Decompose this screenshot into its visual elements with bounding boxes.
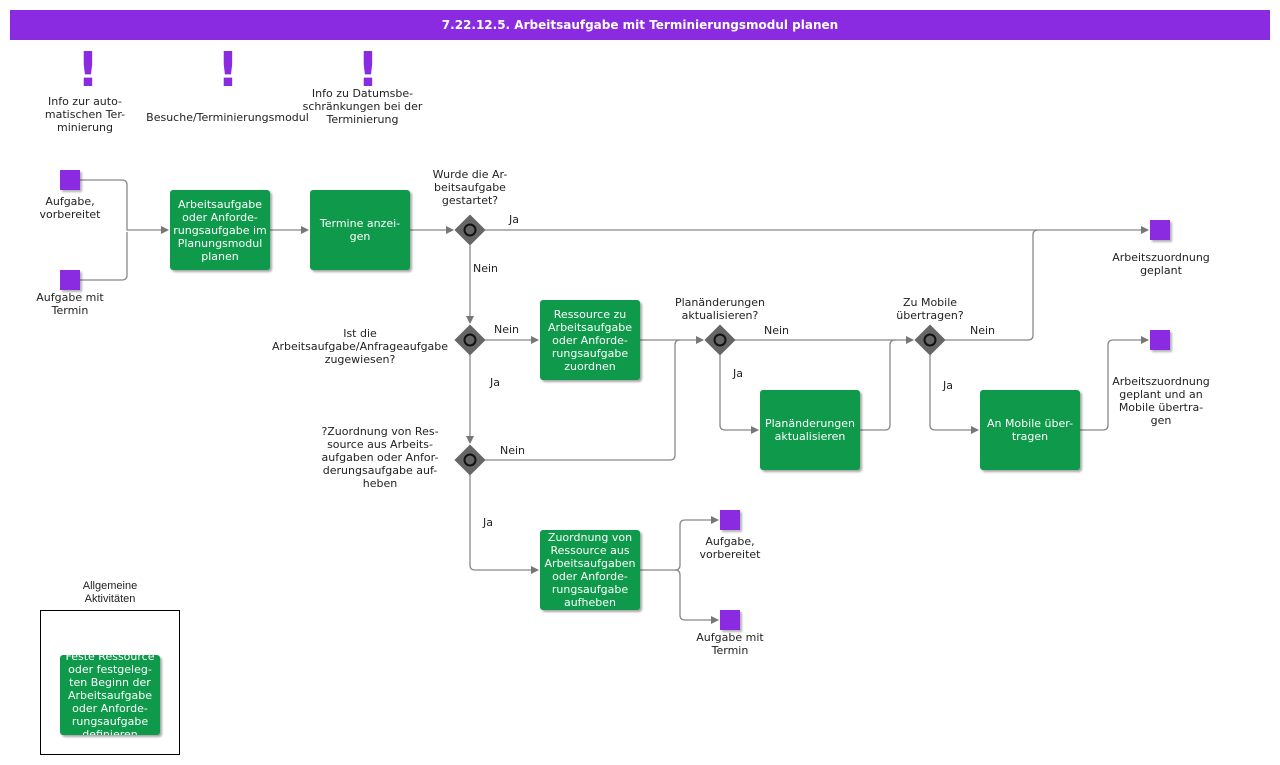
note-date-restrictions: Info zu Datumsbe- schränkungen bei der T… [302,87,423,126]
flow-update-to-gw5 [860,339,896,431]
note-visits-module: Besuche/Terminierungsmodul [146,111,309,124]
gateway-assigned-label: Ist die Arbeitsaufgabe/Anfrageaufgabe zu… [271,327,449,366]
flow-label-ja: Ja [483,516,493,529]
gateway-started-label: Wurde die Ar- beitsaufgabe gestartet? [432,168,508,207]
start-event-appointment[interactable] [60,270,80,290]
task-transfer-mobile[interactable]: An Mobile über- tragen [980,390,1080,470]
diagram-title: 7.22.12.5. Arbeitsaufgabe mit Terminieru… [10,10,1270,40]
start-event-appointment-label: Aufgabe mit Termin [36,291,104,317]
flow-label-nein: Nein [500,444,526,457]
exclamation-icon[interactable]: ! [77,42,99,98]
end-event-prepared[interactable] [720,510,740,530]
task-update-plan-changes[interactable]: Planänderungen aktualisieren [760,390,860,470]
flow-label-nein: Nein [970,324,996,337]
exclamation-icon[interactable]: ! [357,42,379,98]
task-plan-in-module[interactable]: Arbeitsaufgabe oder Anforde- rungsaufgab… [170,190,270,270]
flow-gw3-nein [485,339,681,461]
flow-gw5-ja [929,355,979,434]
start-event-prepared-label: Aufgabe, vorbereitet [39,195,101,221]
group-box [40,610,180,755]
gateway-started [454,214,486,246]
flow-label-ja: Ja [490,376,500,389]
end-event-appointment[interactable] [720,610,740,630]
end-event-planned-mobile[interactable] [1150,330,1170,350]
end-event-planned-mobile-label: Arbeitszuordnung geplant und an Mobile ü… [1112,375,1210,427]
gateway-to-mobile [914,324,946,356]
flow-label-ja: Ja [509,213,519,226]
flow-start-appointment [80,232,128,281]
gateway-unassign [454,444,486,476]
flow-gw5-nein [945,229,1039,341]
end-event-planned[interactable] [1150,220,1170,240]
gateway-to-mobile-label: Zu Mobile übertragen? [896,296,964,322]
end-event-planned-label: Arbeitszuordnung geplant [1112,251,1210,277]
flow-label-nein: Nein [494,323,520,336]
note-auto-scheduling: Info zur auto- matischen Ter- minierung [44,95,126,134]
task-assign-resource[interactable]: Ressource zu Arbeitsaufgabe oder Anforde… [540,300,640,380]
flow-label-ja: Ja [943,379,953,392]
flow-label-nein: Nein [473,262,499,275]
flow-remove-to-appointment [674,569,719,624]
start-event-prepared[interactable] [60,170,80,190]
task-fixed-resource[interactable]: Feste Ressource oder festgeleg- ten Begi… [60,655,160,735]
task-remove-assignment[interactable]: Zuordnung von Ressource aus Arbeitsaufga… [540,530,640,610]
gateway-update-changes-label: Planänderungen aktualisieren? [674,296,766,322]
flow-start-prepared [80,179,169,234]
gateway-unassign-label: ?Zuordnung von Res- source aus Arbeits- … [321,425,439,490]
flow-gw3-ja [469,475,539,574]
flow-label-ja: Ja [733,367,743,380]
end-event-appointment-label: Aufgabe mit Termin [696,631,764,657]
end-event-prepared-label: Aufgabe, vorbereitet [699,535,761,561]
gateway-assigned [454,324,486,356]
group-label: Allgemeine Aktivitäten [82,580,138,605]
flow-mobile-to-end [1080,336,1149,431]
exclamation-icon[interactable]: ! [217,42,239,98]
gateway-update-changes [704,324,736,356]
flow-label-nein: Nein [764,324,790,337]
flow-gw4-ja [719,355,759,434]
task-show-appointments[interactable]: Termine anzei- gen [310,190,410,270]
